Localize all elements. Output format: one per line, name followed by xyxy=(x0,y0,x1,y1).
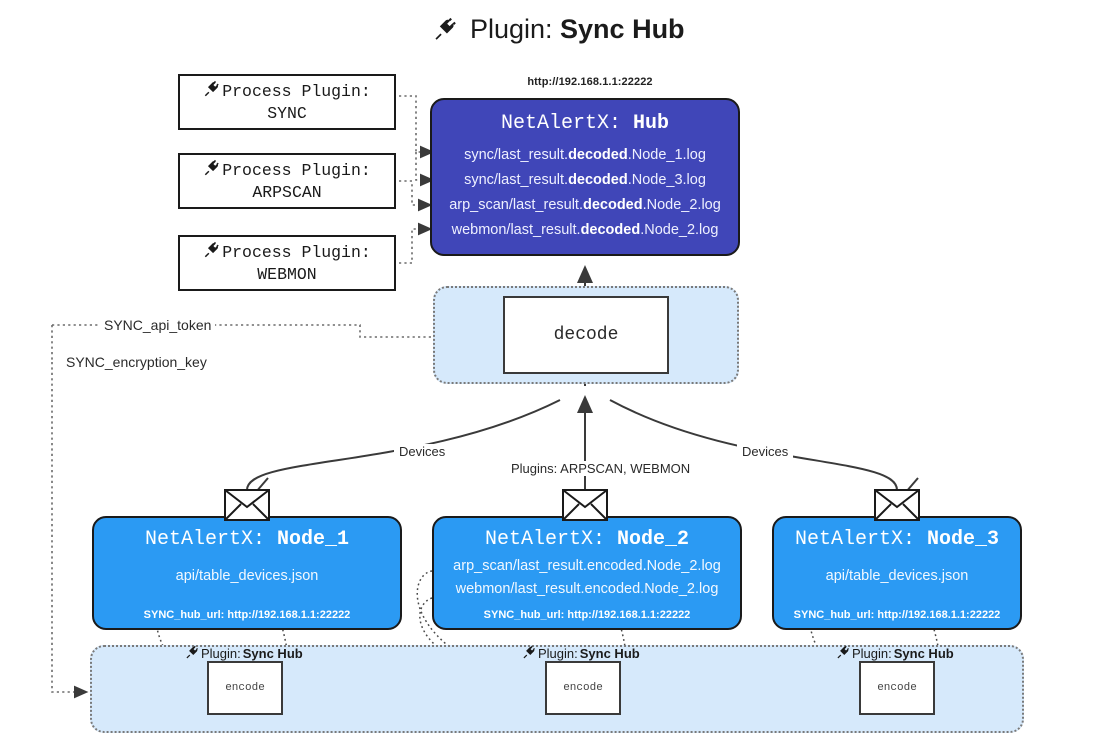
envelope-icon xyxy=(874,489,920,521)
hub-log-line: sync/last_result.decoded.Node_3.log xyxy=(432,168,738,193)
edge-label-devices-right: Devices xyxy=(737,444,794,459)
hub-url-label: http://192.168.1.1:22222 xyxy=(527,76,653,88)
encoder-label-name: Sync Hub xyxy=(893,646,954,661)
plug-icon xyxy=(522,645,536,662)
page-title: Plugin: Sync Hub xyxy=(0,14,1117,49)
edge-label-devices-left: Devices xyxy=(394,444,451,459)
node-file-line: arp_scan/last_result.encoded.Node_2.log xyxy=(453,558,721,574)
process-plugin-label-line1: Process Plugin: xyxy=(222,242,371,262)
node-file-line: api/table_devices.json xyxy=(825,568,969,584)
log-post: .Node_2.log xyxy=(640,221,719,238)
node-file-line: webmon/last_result.encoded.Node_2.log xyxy=(455,581,719,598)
plug-icon xyxy=(203,159,220,182)
encoder-plugin-label: Plugin: Sync Hub xyxy=(836,645,954,662)
log-post: .Node_2.log xyxy=(642,196,721,213)
encoder-plugin-label: Plugin: Sync Hub xyxy=(522,645,640,662)
page-title-name: Sync Hub xyxy=(560,14,685,44)
plug-icon xyxy=(203,80,220,103)
edge-label-plugins: Plugins: ARPSCAN, WEBMON xyxy=(506,461,696,476)
node-file-line: api/table_devices.json xyxy=(175,568,319,584)
process-plugin-box-sync[interactable]: Process Plugin: SYNC xyxy=(178,74,396,130)
node-file-list: api/table_devices.json xyxy=(94,565,400,588)
node-title-name: Node_3 xyxy=(927,528,1000,551)
node-title-prefix: NetAlertX: xyxy=(484,528,605,551)
node-title: NetAlertX: Node_1 xyxy=(94,528,400,551)
hub-log-line: arp_scan/last_result.decoded.Node_2.log xyxy=(432,193,738,218)
plug-icon xyxy=(203,241,220,264)
decode-box[interactable]: decode xyxy=(503,296,669,374)
page-title-prefix: Plugin: xyxy=(469,14,553,44)
process-plugin-label-line1: Process Plugin: xyxy=(222,160,371,180)
node-box-node-2[interactable]: NetAlertX: Node_2 arp_scan/last_result.e… xyxy=(432,516,742,630)
encoder-label-name: Sync Hub xyxy=(579,646,640,661)
process-plugin-box-arpscan[interactable]: Process Plugin: ARPSCAN xyxy=(178,153,396,209)
log-mid: decoded xyxy=(582,196,643,213)
hub-title: NetAlertX: Hub xyxy=(432,112,738,135)
hub-log-line: sync/last_result.decoded.Node_1.log xyxy=(432,143,738,168)
hub-log-list: sync/last_result.decoded.Node_1.log sync… xyxy=(432,143,738,243)
plug-icon xyxy=(836,645,850,662)
envelope-icon xyxy=(224,489,270,521)
node-title-name: Node_2 xyxy=(617,528,690,551)
process-plugin-label-line2: WEBMON xyxy=(257,265,317,284)
sync-api-token-label: SYNC_api_token xyxy=(100,317,216,333)
hub-title-name: Hub xyxy=(633,112,670,135)
node-footer-hub-url: SYNC_hub_url: http://192.168.1.1:22222 xyxy=(483,609,691,621)
plugin-to-hub-connectors xyxy=(399,95,435,264)
log-post: .Node_1.log xyxy=(627,147,706,163)
node-footer-hub-url: SYNC_hub_url: http://192.168.1.1:22222 xyxy=(143,609,351,621)
node-box-node-1[interactable]: NetAlertX: Node_1 api/table_devices.json… xyxy=(92,516,402,630)
hub-box[interactable]: NetAlertX: Hub sync/last_result.decoded.… xyxy=(430,98,740,256)
process-plugin-label-line2: ARPSCAN xyxy=(252,183,322,202)
hub-log-line: webmon/last_result.decoded.Node_2.log xyxy=(432,218,738,243)
encode-box[interactable]: encode xyxy=(545,661,621,715)
log-mid: decoded xyxy=(568,171,628,188)
sync-encryption-key-label: SYNC_encryption_key xyxy=(62,354,211,370)
process-plugin-label-line2: SYNC xyxy=(267,104,307,123)
plug-icon xyxy=(185,645,199,662)
token-routes xyxy=(51,324,501,699)
hub-title-prefix: NetAlertX: xyxy=(500,112,621,135)
encoder-label-prefix: Plugin: xyxy=(201,646,241,661)
node-file-list: api/table_devices.json xyxy=(774,565,1020,588)
node-title-name: Node_1 xyxy=(277,528,350,551)
log-pre: webmon/last_result. xyxy=(451,221,581,238)
envelope-icon xyxy=(562,489,608,521)
log-mid: decoded xyxy=(568,147,628,163)
log-pre: sync/last_result. xyxy=(464,147,569,163)
node-title-prefix: NetAlertX: xyxy=(144,528,265,551)
encode-box[interactable]: encode xyxy=(207,661,283,715)
log-post: .Node_3.log xyxy=(627,171,706,188)
log-pre: arp_scan/last_result. xyxy=(449,196,583,213)
encode-box[interactable]: encode xyxy=(859,661,935,715)
process-plugin-label-line1: Process Plugin: xyxy=(222,81,371,101)
node-box-node-3[interactable]: NetAlertX: Node_3 api/table_devices.json… xyxy=(772,516,1022,630)
process-plugin-box-webmon[interactable]: Process Plugin: WEBMON xyxy=(178,235,396,291)
encoder-label-prefix: Plugin: xyxy=(538,646,578,661)
log-pre: sync/last_result. xyxy=(464,171,569,188)
node-title: NetAlertX: Node_2 xyxy=(434,528,740,551)
node-title-prefix: NetAlertX: xyxy=(794,528,915,551)
encoder-label-prefix: Plugin: xyxy=(852,646,892,661)
encoder-label-name: Sync Hub xyxy=(242,646,303,661)
log-mid: decoded xyxy=(580,221,641,238)
encoder-plugin-label: Plugin: Sync Hub xyxy=(185,645,303,662)
plug-icon xyxy=(432,16,458,49)
node-file-list: arp_scan/last_result.encoded.Node_2.log … xyxy=(434,555,740,602)
node-title: NetAlertX: Node_3 xyxy=(774,528,1020,551)
node-footer-hub-url: SYNC_hub_url: http://192.168.1.1:22222 xyxy=(793,609,1001,621)
